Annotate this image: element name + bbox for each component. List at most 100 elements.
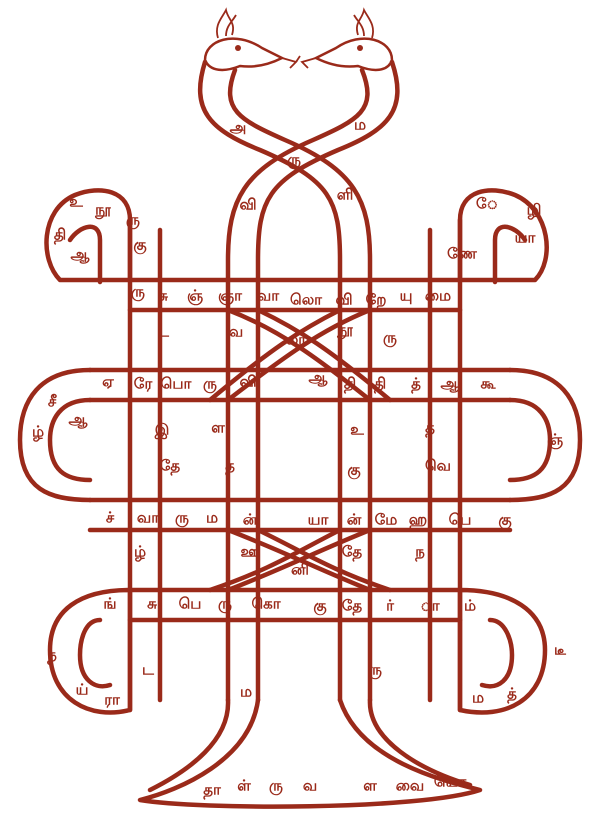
cell-letter: வா xyxy=(257,287,280,305)
cell-letter: வெ xyxy=(425,457,451,475)
cell-letter: ட xyxy=(142,661,155,679)
cell-letter: யு xyxy=(400,287,413,305)
cell-letter: ன் xyxy=(243,511,258,529)
cell-letter: ஏ xyxy=(102,373,114,391)
cell-letter: ஆ xyxy=(441,375,461,393)
cell-letter: மை xyxy=(425,287,451,305)
cell-letter: ழ் xyxy=(134,543,146,562)
cell-letter: ரே xyxy=(134,375,153,393)
cell-letter: த xyxy=(425,419,435,438)
cell-letter: ஞா xyxy=(218,287,243,306)
cell-letter: யா xyxy=(515,229,537,247)
cell-letter: ந xyxy=(414,543,425,562)
cell-letter: தி xyxy=(374,375,386,394)
cell-letter: ம xyxy=(354,116,366,134)
cell-letter: ரு xyxy=(287,151,301,170)
cell-letter: நூ xyxy=(336,321,353,340)
cell-letter: வி xyxy=(335,291,352,309)
cell-letter: ச் xyxy=(106,509,115,527)
cell-letter: ா xyxy=(420,597,440,615)
cell-letter: பொ xyxy=(161,375,193,393)
cell-letter: தே xyxy=(342,543,363,562)
cell-letter: ஊ xyxy=(241,543,260,561)
letter-cells: அ ம ரு வி ளி உ நூ ரு கு ஆ தி ரு சு ஞ் ஞா வா லொ வி றே யு மைே ண… xyxy=(32,116,567,800)
cell-letter: கு xyxy=(313,597,326,616)
cell-letter: தி xyxy=(54,226,66,245)
serpent-head-left xyxy=(205,10,282,70)
cell-letter: இ xyxy=(154,421,170,440)
cell-letter: ள xyxy=(211,419,225,437)
cell-letter: ரு xyxy=(175,509,189,528)
cell-letter: ரு xyxy=(269,777,283,796)
cell-letter: றே xyxy=(366,291,387,309)
cell-letter: ய் xyxy=(76,681,89,699)
cell-letter: ஆ xyxy=(71,246,91,264)
cell-letter: ே xyxy=(476,195,498,213)
cell-letter: தா xyxy=(203,781,222,800)
cell-letter: ந xyxy=(46,646,57,665)
cell-letter: சு xyxy=(147,595,157,613)
cell-letter: கொ xyxy=(251,595,281,613)
cell-letter: தி xyxy=(344,375,356,394)
cell-letter: உ xyxy=(350,421,364,439)
cell-letter: பெ xyxy=(179,595,202,613)
cell-letter: ட xyxy=(157,323,170,341)
cell-letter: ரா xyxy=(104,691,121,709)
cell-letter: ரு xyxy=(218,595,232,614)
cell-letter: த xyxy=(225,457,235,476)
cell-letter: ஞ் xyxy=(547,431,563,450)
cell-letter: யா xyxy=(308,511,330,529)
cell-letter: மே xyxy=(375,511,398,529)
cell-letter: ம் xyxy=(464,597,476,615)
cell-letter: வ xyxy=(229,323,243,341)
cell-letter: தே xyxy=(342,597,363,616)
cell-letter: ஞ் xyxy=(187,287,203,306)
serpent-tongues xyxy=(282,56,316,68)
cell-letter: சு xyxy=(158,287,168,305)
cell-letter: ரு xyxy=(368,661,382,680)
cell-letter: சீ xyxy=(48,393,57,411)
cell-letter: ஹ xyxy=(409,511,427,529)
cell-letter: கு xyxy=(347,461,360,480)
cell-letter: னி xyxy=(291,561,309,579)
cell-letter: டீ xyxy=(554,641,567,659)
serpent-head-right xyxy=(316,10,392,70)
cell-letter: லா xyxy=(286,331,307,349)
cell-letter: ங் xyxy=(103,595,116,613)
cell-letter: வா xyxy=(137,509,160,527)
cell-letter: ள xyxy=(363,777,377,795)
cell-letter: ம xyxy=(240,683,252,701)
cell-letter: வ xyxy=(303,777,317,795)
cell-letter: ரு xyxy=(203,375,217,394)
cell-letter: ளி xyxy=(337,186,354,204)
cell-letter: ழ் xyxy=(32,423,44,442)
cell-letter: பெ xyxy=(449,511,472,529)
cell-letter: வை xyxy=(396,777,425,795)
cell-letter: ள் xyxy=(237,777,251,795)
cell-letter: த் xyxy=(411,375,421,394)
cell-letter: ரு xyxy=(383,329,397,348)
cell-letter: ம xyxy=(206,509,218,527)
cell-letter: தே xyxy=(160,457,181,476)
cell-letter: ணே xyxy=(447,245,478,263)
cell-letter: உ xyxy=(69,193,83,211)
cell-letter: ழி xyxy=(527,201,542,220)
cell-letter: வி xyxy=(239,196,256,214)
cell-letter: கு xyxy=(498,511,511,530)
cell-letter: ம xyxy=(472,689,484,707)
cell-letter: அ xyxy=(230,119,247,137)
cell-letter: கு xyxy=(133,236,146,255)
cell-letter: லொ xyxy=(290,291,323,309)
cell-letter: ன் xyxy=(347,511,362,529)
cell-letter: நூ xyxy=(94,201,111,220)
cell-letter: வி xyxy=(239,373,256,391)
cell-letter: கூ xyxy=(480,375,496,393)
cell-letter: ஆ xyxy=(309,369,329,387)
cell-letter: ர் xyxy=(386,597,395,615)
cell-letter: ரு xyxy=(131,283,145,302)
cell-letter: ரு xyxy=(126,211,140,230)
cell-letter: ஆ xyxy=(69,411,89,429)
cell-letter: யொ xyxy=(434,773,468,791)
